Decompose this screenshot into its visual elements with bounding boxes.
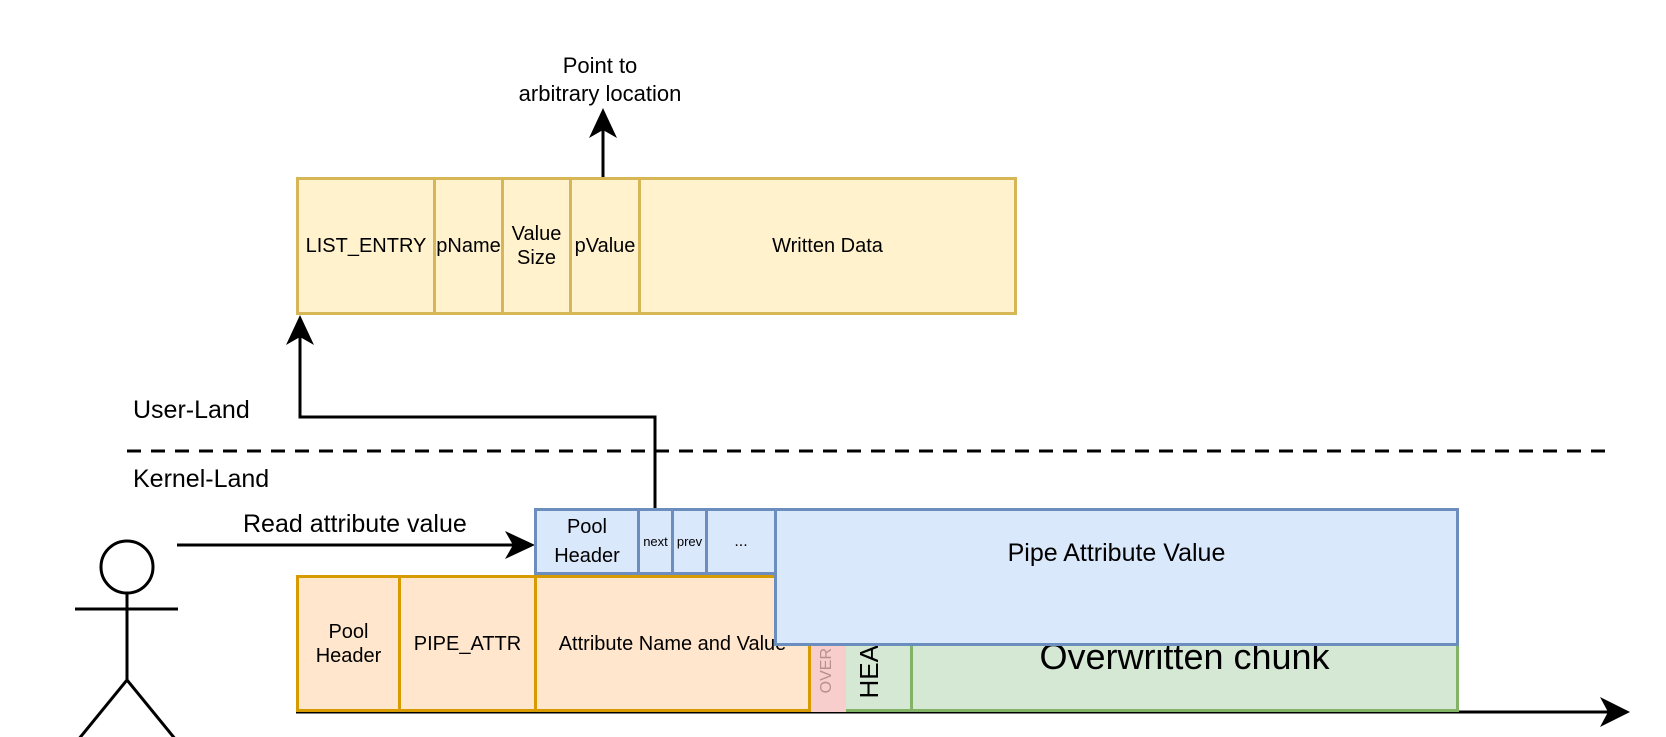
pipe-attr-field: PIPE_ATTR [398,575,537,712]
vuln-pool-header-field: Pool Header [296,575,401,712]
next-label: next [643,533,668,549]
value-size-label: Value Size [511,223,562,269]
pipe-attribute-value-field: Pipe Attribute Value [774,508,1459,646]
written-data-label: Written Data [772,235,883,257]
prev-label: prev [676,533,703,549]
pipe-attr-label: PIPE_ATTR [413,632,522,655]
user-land-label: User-Land [133,396,250,424]
overflow-label: OVER [818,647,836,693]
actor-icon [75,539,178,737]
kernel-land-label: Kernel-Land [133,465,270,493]
pname-label: pName [436,235,501,257]
arrow-next-to-list-entry [298,330,657,509]
pvalue-label: pValue [574,235,636,257]
pipe-pool-header-label: Pool Header [554,515,620,567]
arrow-next-head [286,315,314,345]
pipe-attribute-value-label: Pipe Attribute Value [1007,539,1226,567]
ellipsis-label: ... [734,532,748,550]
list-entry-label: LIST_ENTRY [305,235,427,257]
attribute-name-value-label: Attribute Name and Value [558,632,787,655]
pvalue-field: pValue [569,177,641,315]
memory-axis-head [1600,697,1630,727]
read-attribute-label: Read attribute value [243,510,467,538]
point-to-label: Point to arbitrary location [518,53,682,106]
prev-field: prev [671,508,708,575]
written-data-field: Written Data [638,177,1017,315]
value-size-field: Value Size [501,177,572,315]
arrow-point-to-head [589,108,617,138]
overwritten-header-label: HEA [854,644,884,699]
list-entry-field: LIST_ENTRY [296,177,436,315]
ellipsis-field: ... [705,508,777,575]
pname-field: pName [433,177,504,315]
pipe-pool-header-field: Pool Header [534,508,640,575]
next-field: next [637,508,674,575]
attribute-name-value-field: Attribute Name and Value [534,575,811,712]
vuln-pool-header-label: Pool Header [315,620,382,667]
arrow-read-attribute-head [505,531,535,559]
